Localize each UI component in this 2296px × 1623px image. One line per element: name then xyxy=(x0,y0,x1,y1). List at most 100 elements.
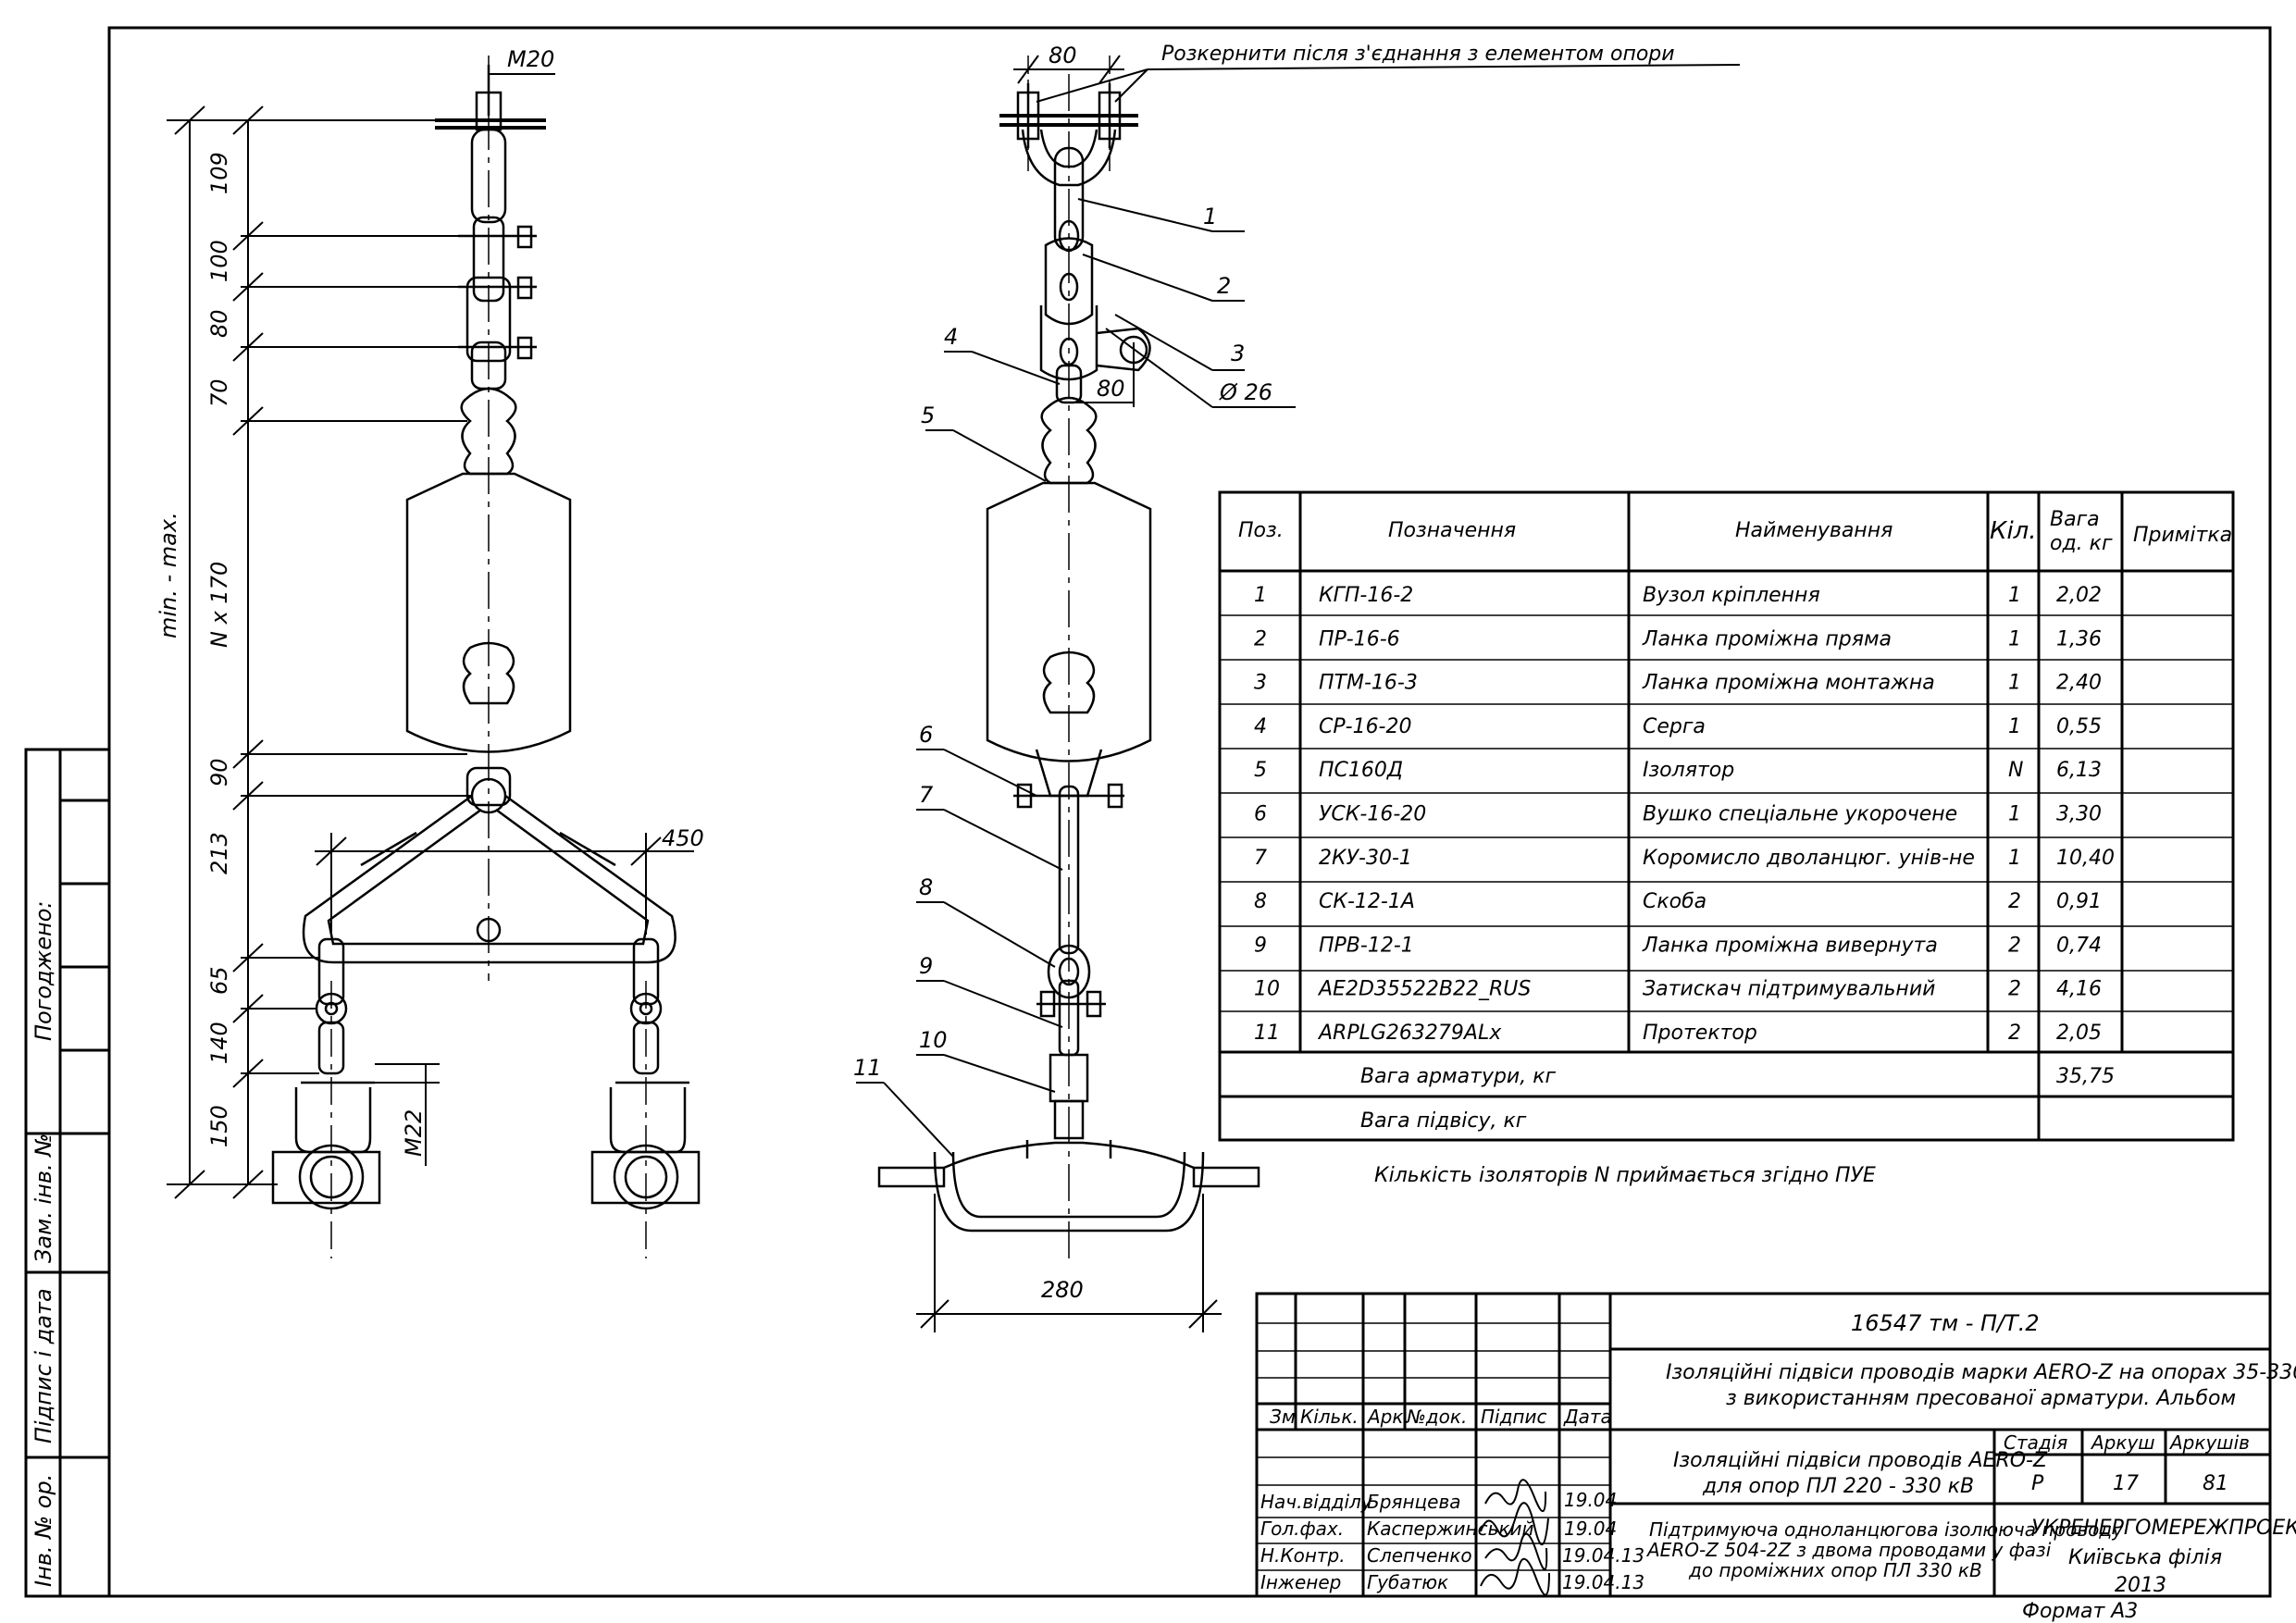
callout-9: 9 xyxy=(919,953,933,979)
sheet-value: 17 xyxy=(2113,1472,2139,1495)
spec-cell-r6-c2: УСК-16-20 xyxy=(1319,803,1426,826)
spec-cell-r1-c4: 1 xyxy=(2008,584,2021,607)
callout-6: 6 xyxy=(919,722,933,748)
th-name: Найменування xyxy=(1735,519,1893,542)
staff-date-4: 19.04.13 xyxy=(1562,1571,1644,1593)
col-rev: Зм xyxy=(1270,1406,1296,1428)
staff-role-2: Гол.фах. xyxy=(1260,1518,1344,1540)
spec-cell-r10-c2: АЕ2D35522B22_RUS xyxy=(1317,978,1531,1001)
title-block-grid xyxy=(1255,1292,2272,1598)
spec-cell-r8-c5: 0,91 xyxy=(2056,890,2102,913)
spec-cell-r2-c4: 1 xyxy=(2008,627,2021,650)
signature-marks xyxy=(1480,1479,1550,1596)
spec-cell-r11-c1: 11 xyxy=(1254,1022,1280,1045)
dim-213: 213 xyxy=(206,832,232,874)
spec-cell-r6-c5: 3,30 xyxy=(2056,803,2102,826)
callout-3: 3 xyxy=(1231,341,1245,366)
spec-cell-r5-c1: 5 xyxy=(1254,759,1267,782)
right-dimension-lines xyxy=(856,55,1741,1332)
spec-table-row-lines xyxy=(1220,614,2233,1012)
total-suspension-label: Вага підвісу, кг xyxy=(1360,1109,1527,1133)
paper-format: Формат А3 xyxy=(2022,1600,2138,1623)
spec-cell-r2-c3: Ланка проміжна пряма xyxy=(1642,627,1892,650)
spec-cell-r1-c2: КГП-16-2 xyxy=(1319,584,1413,607)
dim-150: 150 xyxy=(206,1105,232,1147)
spec-cell-r5-c4: N xyxy=(2008,759,2023,782)
spec-cell-r4-c3: Серга xyxy=(1643,715,1706,738)
dim-80: 80 xyxy=(206,309,232,338)
left-dimension-lines xyxy=(167,73,694,1199)
album-title-1: Ізоляційні підвіси проводів марки AERO-Z… xyxy=(1666,1361,2296,1384)
staff-date-3: 19.04.13 xyxy=(1562,1544,1644,1567)
dim-109: 109 xyxy=(206,152,232,194)
section-title-1: Ізоляційні підвіси проводів AERO-Z xyxy=(1673,1449,2048,1472)
col-date: Дата xyxy=(1563,1406,1612,1428)
spec-cell-r11-c4: 2 xyxy=(2008,1022,2021,1045)
drawing-desc-2: AERO-Z 504-2Z з двома проводами у фазі xyxy=(1645,1539,2052,1561)
th-qty: Кіл. xyxy=(1990,517,2037,545)
spec-cell-r11-c5: 2,05 xyxy=(2056,1022,2102,1045)
stage-label: Стадія xyxy=(2004,1431,2067,1454)
callout-8: 8 xyxy=(919,874,933,900)
spec-cell-r9-c4: 2 xyxy=(2008,934,2021,957)
spec-cell-r4-c4: 1 xyxy=(2008,715,2021,738)
col-sheet: Арк. xyxy=(1366,1406,1409,1428)
spec-table-grid xyxy=(1218,490,2235,1142)
spec-cell-r10-c4: 2 xyxy=(2008,978,2021,1001)
org-branch: Київська філія xyxy=(2068,1546,2222,1569)
spec-cell-r4-c1: 4 xyxy=(1254,715,1267,738)
sheets-label: Аркушів xyxy=(2168,1431,2250,1454)
spec-cell-r4-c2: СР-16-20 xyxy=(1319,715,1412,738)
th-pos: Поз. xyxy=(1238,519,1284,542)
spec-cell-r5-c2: ПС160Д xyxy=(1319,759,1403,782)
spec-cell-r3-c3: Ланка проміжна монтажна xyxy=(1642,672,1935,695)
staff-date-2: 19.04 xyxy=(1564,1518,1617,1540)
staff-name-4: Губатюк xyxy=(1367,1571,1448,1593)
col-docno: №док. xyxy=(1406,1406,1467,1428)
th-weight-l2: од. кг xyxy=(2050,532,2113,555)
th-designation: Позначення xyxy=(1388,519,1516,542)
staff-role-3: Н.Контр. xyxy=(1260,1544,1346,1567)
spec-cell-r11-c3: Протектор xyxy=(1643,1022,1757,1045)
right-dim-80-top: 80 xyxy=(1049,43,1077,68)
spec-cell-r1-c3: Вузол кріплення xyxy=(1643,584,1820,607)
col-signature: Підпис xyxy=(1481,1406,1547,1428)
spec-cell-r2-c1: 2 xyxy=(1254,627,1267,650)
stamp-inventory-no: Інв. № ор. xyxy=(31,1474,56,1587)
album-title-2: з використанням пресованої арматури. Аль… xyxy=(1726,1387,2236,1410)
callout-1: 1 xyxy=(1203,204,1217,229)
spec-cell-r9-c1: 9 xyxy=(1254,934,1267,957)
callout-4: 4 xyxy=(944,324,958,350)
stamp-replaced-inv: Зам. інв. № xyxy=(31,1134,56,1263)
label-m22: М22 xyxy=(401,1109,427,1157)
callout-2: 2 xyxy=(1217,273,1231,299)
spec-cell-r3-c4: 1 xyxy=(2008,672,2021,695)
stage-value: Р xyxy=(2031,1472,2044,1495)
spec-cell-r5-c5: 6,13 xyxy=(2056,759,2102,782)
sheets-value: 81 xyxy=(2203,1472,2228,1495)
callout-10: 10 xyxy=(919,1027,948,1053)
dim-90: 90 xyxy=(206,758,232,787)
total-fittings-label: Вага арматури, кг xyxy=(1360,1065,1557,1088)
spec-cell-r7-c2: 2КУ-30-1 xyxy=(1319,847,1412,870)
callout-7: 7 xyxy=(919,782,934,808)
spec-cell-r10-c5: 4,16 xyxy=(2056,978,2102,1001)
dim-450: 450 xyxy=(662,825,704,851)
staff-name-3: Слепченко xyxy=(1367,1544,1472,1567)
spec-cell-r3-c2: ПТМ-16-3 xyxy=(1319,672,1418,695)
right-dim-280: 280 xyxy=(1041,1277,1084,1303)
top-instruction-note: Розкернити після з'єднання з елементом о… xyxy=(1161,43,1675,66)
th-note: Примітка xyxy=(2133,524,2232,547)
total-fittings-value: 35,75 xyxy=(2056,1065,2115,1088)
callout-5: 5 xyxy=(921,403,935,428)
org-name: УКРЕНЕРГОМЕРЕЖПРОЕКТ xyxy=(2031,1517,2296,1540)
spec-cell-r8-c1: 8 xyxy=(1254,890,1267,913)
spec-cell-r6-c4: 1 xyxy=(2008,803,2021,826)
spec-cell-r3-c1: 3 xyxy=(1254,672,1267,695)
callout-11: 11 xyxy=(853,1055,882,1081)
spec-cell-r2-c2: ПР-16-6 xyxy=(1319,627,1400,650)
spec-cell-r2-c5: 1,36 xyxy=(2056,627,2102,650)
